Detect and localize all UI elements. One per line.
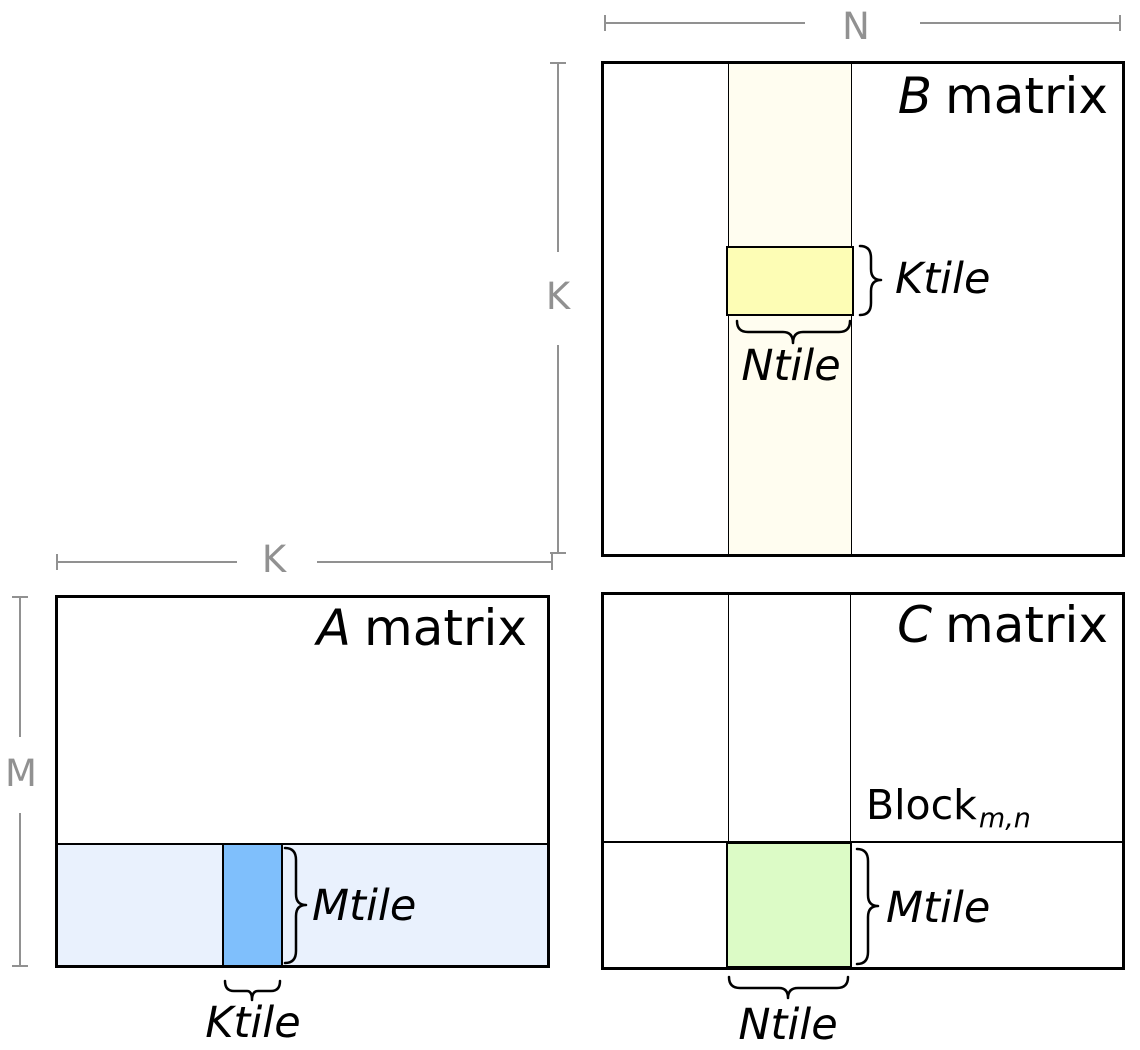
c-matrix-block-tile bbox=[726, 842, 852, 968]
a-ktile-label: Ktile bbox=[205, 998, 301, 1048]
k-dimension-line-a bbox=[56, 554, 553, 570]
c-ntile-brace bbox=[727, 975, 850, 1000]
m-dimension-label: M bbox=[5, 752, 37, 795]
k-dimension-label-b: K bbox=[545, 275, 571, 318]
b-ktile-label: Ktile bbox=[895, 254, 991, 304]
a-mtile-label: Mtile bbox=[312, 881, 417, 931]
a-matrix-letter: A bbox=[316, 599, 351, 657]
c-matrix-letter: C bbox=[897, 596, 932, 654]
c-matrix-column-line-left bbox=[727, 595, 729, 967]
c-matrix-row-line bbox=[604, 841, 1122, 843]
c-matrix-word: matrix bbox=[945, 596, 1108, 654]
k-dimension-label-a: K bbox=[261, 538, 287, 581]
a-matrix-mtile-ktile-tile bbox=[222, 843, 283, 967]
c-matrix-column-line-right bbox=[849, 595, 851, 967]
b-matrix-word: matrix bbox=[945, 67, 1108, 125]
a-matrix-mtile-row bbox=[58, 843, 547, 965]
c-mtile-label: Mtile bbox=[886, 883, 991, 933]
a-matrix-word: matrix bbox=[364, 599, 527, 657]
n-dimension-label: N bbox=[842, 5, 870, 48]
c-block-text: Block bbox=[866, 781, 977, 829]
b-matrix-letter: B bbox=[897, 67, 932, 125]
b-matrix-ktile-ntile-tile bbox=[726, 246, 854, 316]
c-block-label: Blockm,n bbox=[866, 785, 1031, 833]
c-block-subscript: m,n bbox=[978, 803, 1031, 834]
b-ntile-label: Ntile bbox=[741, 341, 841, 391]
c-ntile-label: Ntile bbox=[738, 1000, 838, 1050]
b-matrix bbox=[601, 61, 1125, 557]
